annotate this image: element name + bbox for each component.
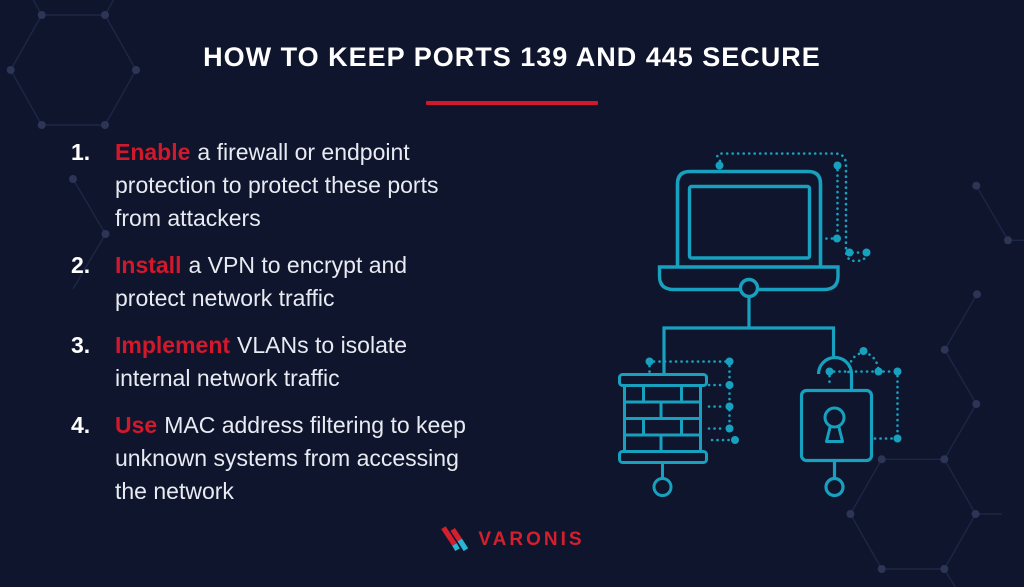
varonis-logo: VARONIS: [0, 522, 1024, 558]
list-item-keyword: Use: [115, 412, 158, 438]
varonis-logo-text: VARONIS: [478, 529, 585, 550]
title-underline-accent: [426, 101, 598, 105]
varonis-logo-mark: [441, 526, 469, 552]
network-security-illustration: [618, 152, 902, 498]
list-item-number: 2.: [71, 252, 91, 278]
list-item-body: VLANs to isolate internal network traffi…: [115, 332, 408, 391]
network-connector-lines: [662, 296, 836, 375]
keyhole-icon: [823, 406, 846, 443]
list-item-keyword: Implement: [115, 332, 231, 358]
list-item-number: 4.: [71, 412, 91, 438]
page-title: HOW TO KEEP PORTS 139 AND 445 SECURE: [203, 42, 821, 72]
list-item-body: MAC address filtering to keep unknown sy…: [115, 412, 466, 504]
dotted-circuit-decor: [825, 347, 902, 443]
firewall-icon: [618, 373, 708, 497]
header: HOW TO KEEP PORTS 139 AND 445 SECURE: [0, 42, 1024, 73]
list-item-keyword: Install: [115, 252, 182, 278]
list-item-body: a VPN to encrypt and protect network tra…: [115, 252, 408, 311]
list-item-number: 3.: [71, 332, 91, 358]
list-item-number: 1.: [71, 139, 91, 165]
network-node-icon: [824, 476, 845, 498]
list-item-keyword: Enable: [115, 139, 191, 165]
dotted-circuit-decor: [645, 357, 739, 444]
laptop-icon: [657, 169, 840, 299]
dotted-circuit-decor: [715, 152, 871, 263]
list-item-body: a firewall or endpoint protection to pro…: [115, 139, 439, 231]
padlock-icon: [799, 355, 874, 498]
network-node-icon: [738, 277, 760, 299]
network-node-icon: [652, 477, 673, 497]
